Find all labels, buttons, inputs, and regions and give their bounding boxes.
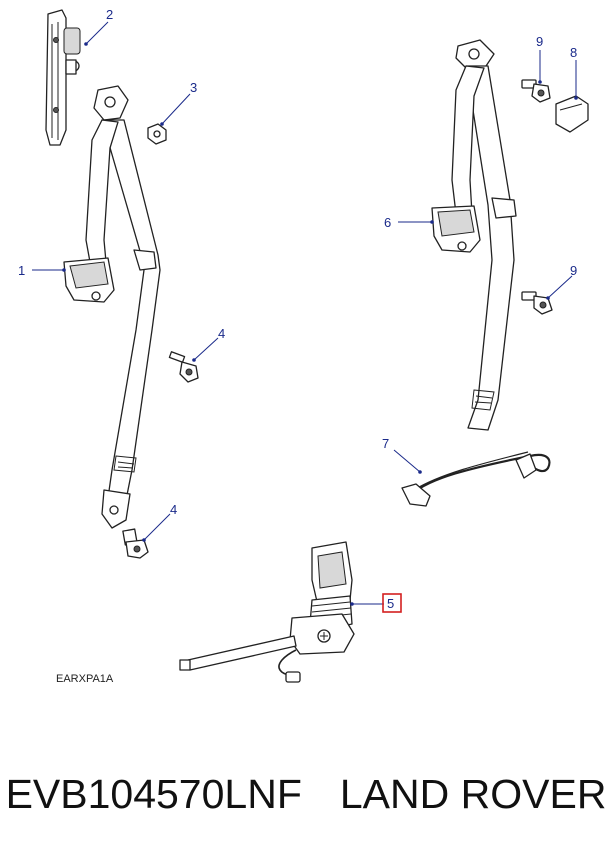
part-caption: EVB104570LNF LAND ROVER [0,764,612,824]
leader-lines [32,21,578,606]
callout-6: 6 [384,215,391,230]
callout-4-upper: 4 [218,326,225,341]
part-number: EVB104570LNF [5,770,302,817]
bolt-4-upper [168,351,199,383]
callout-7: 7 [382,436,389,451]
height-adjuster-rail [45,9,81,146]
callout-1: 1 [18,263,25,278]
bolt-4-lower [122,528,149,559]
rear-belt-assembly [431,39,517,431]
bolt-9-lower [521,291,553,315]
callout-5: 5 [387,596,394,611]
callout-8: 8 [570,45,577,60]
callout-2: 2 [106,7,113,22]
callout-9-upper: 9 [536,34,543,49]
seat-belt-exploded-diagram: 2 3 1 4 4 9 8 6 9 7 5 EARXPA1A [18,7,589,685]
brand-name: LAND ROVER [339,770,607,817]
front-belt-assembly [63,85,161,529]
callout-4-lower: 4 [170,502,177,517]
wiring-harness-7 [401,451,551,507]
drawing-code: EARXPA1A [56,673,114,685]
buckle-assembly-5 [179,541,355,683]
cover-cap-8 [555,95,589,133]
callout-5-highlight-box [382,593,402,613]
bolt-9-upper [521,79,551,103]
nut-3 [147,123,167,145]
callout-3: 3 [190,80,197,95]
callout-9-lower: 9 [570,263,577,278]
